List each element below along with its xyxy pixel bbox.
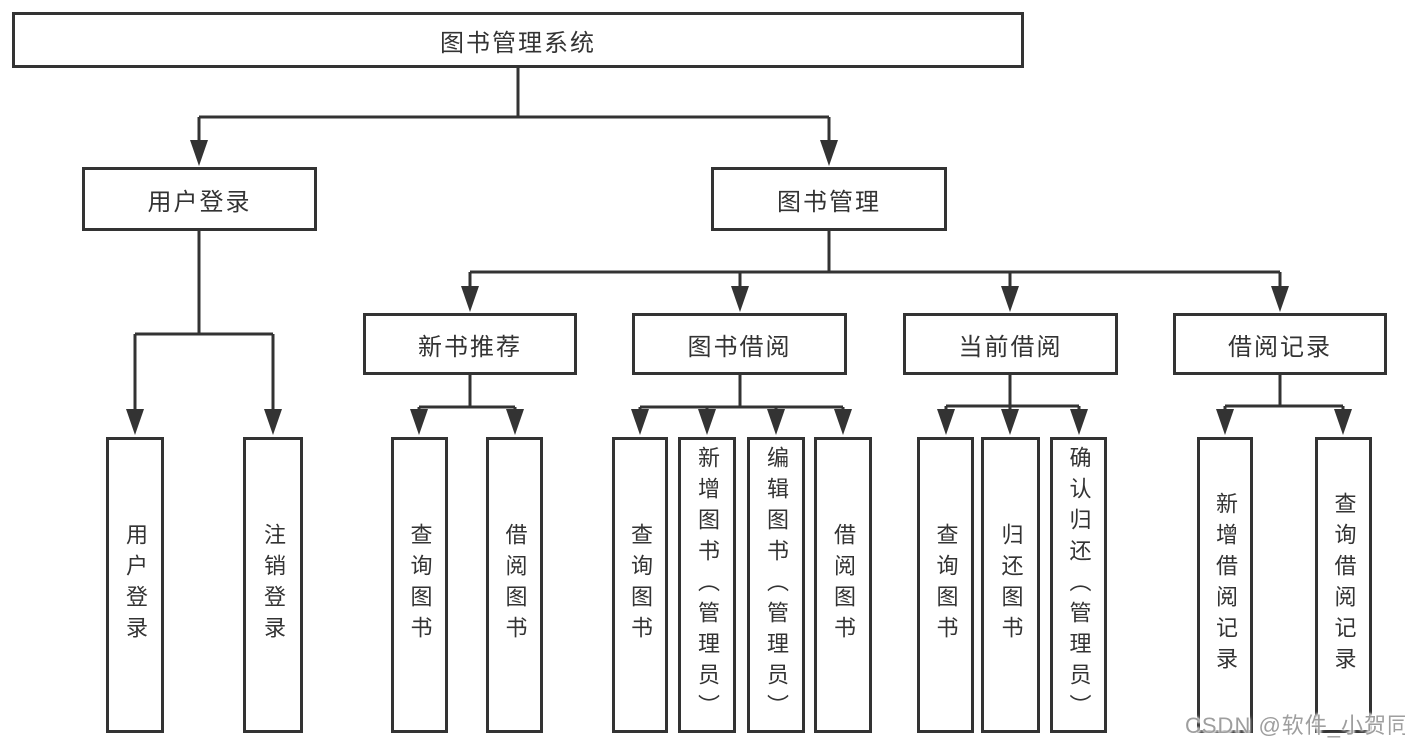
node-label: 借阅图书 [502, 523, 528, 647]
node-label: 确认归还（管理员） [1066, 445, 1092, 725]
node-label: 查询图书 [407, 523, 433, 647]
leaf-query-book-recommend: 查询图书 [391, 437, 448, 733]
node-label: 新增借阅记录 [1213, 492, 1238, 678]
node-label: 用户登录 [123, 523, 148, 647]
leaf-borrow-book-recommend: 借阅图书 [486, 437, 543, 733]
leaf-borrow-book: 借阅图书 [814, 437, 872, 733]
node-label: 新书推荐 [418, 333, 522, 361]
leaf-query-book-borrowing: 查询图书 [612, 437, 668, 733]
node-book-management: 图书管理 [711, 167, 947, 231]
node-label: 图书管理 [777, 188, 881, 216]
node-label: 查询图书 [933, 523, 959, 647]
node-user-login: 用户登录 [82, 167, 317, 231]
leaf-edit-book-admin: 编辑图书（管理员） [747, 437, 805, 733]
leaf-query-book-current: 查询图书 [917, 437, 974, 733]
leaf-logout: 注销登录 [243, 437, 303, 733]
node-label: 借阅记录 [1228, 333, 1332, 361]
node-label: 图书借阅 [687, 333, 792, 361]
csdn-watermark: CSDN @软件_小贺同学 [1185, 713, 1405, 738]
node-label: 当前借阅 [958, 333, 1063, 361]
leaf-user-login: 用户登录 [106, 437, 164, 733]
node-label: 查询借阅记录 [1331, 492, 1357, 678]
node-label: 图书管理系统 [440, 29, 596, 57]
leaf-query-borrow-record: 查询借阅记录 [1315, 437, 1372, 733]
node-borrowing-records: 借阅记录 [1173, 313, 1387, 375]
leaf-confirm-return-admin: 确认归还（管理员） [1050, 437, 1107, 733]
node-new-book-recommend: 新书推荐 [363, 313, 577, 375]
node-label: 归还图书 [998, 523, 1024, 647]
node-label: 查询图书 [628, 523, 653, 647]
leaf-add-book-admin: 新增图书（管理员） [678, 437, 736, 733]
node-label: 编辑图书（管理员） [764, 445, 789, 725]
arrowheads [126, 140, 1352, 435]
node-label: 注销登录 [261, 523, 286, 647]
node-current-borrowing: 当前借阅 [903, 313, 1118, 375]
leaf-add-borrow-record: 新增借阅记录 [1197, 437, 1253, 733]
leaf-return-book: 归还图书 [981, 437, 1040, 733]
node-library-system: 图书管理系统 [12, 12, 1024, 68]
node-book-borrowing: 图书借阅 [632, 313, 847, 375]
node-label: 用户登录 [147, 188, 252, 216]
node-label: 新增图书（管理员） [695, 445, 720, 725]
node-label: 借阅图书 [831, 523, 856, 647]
